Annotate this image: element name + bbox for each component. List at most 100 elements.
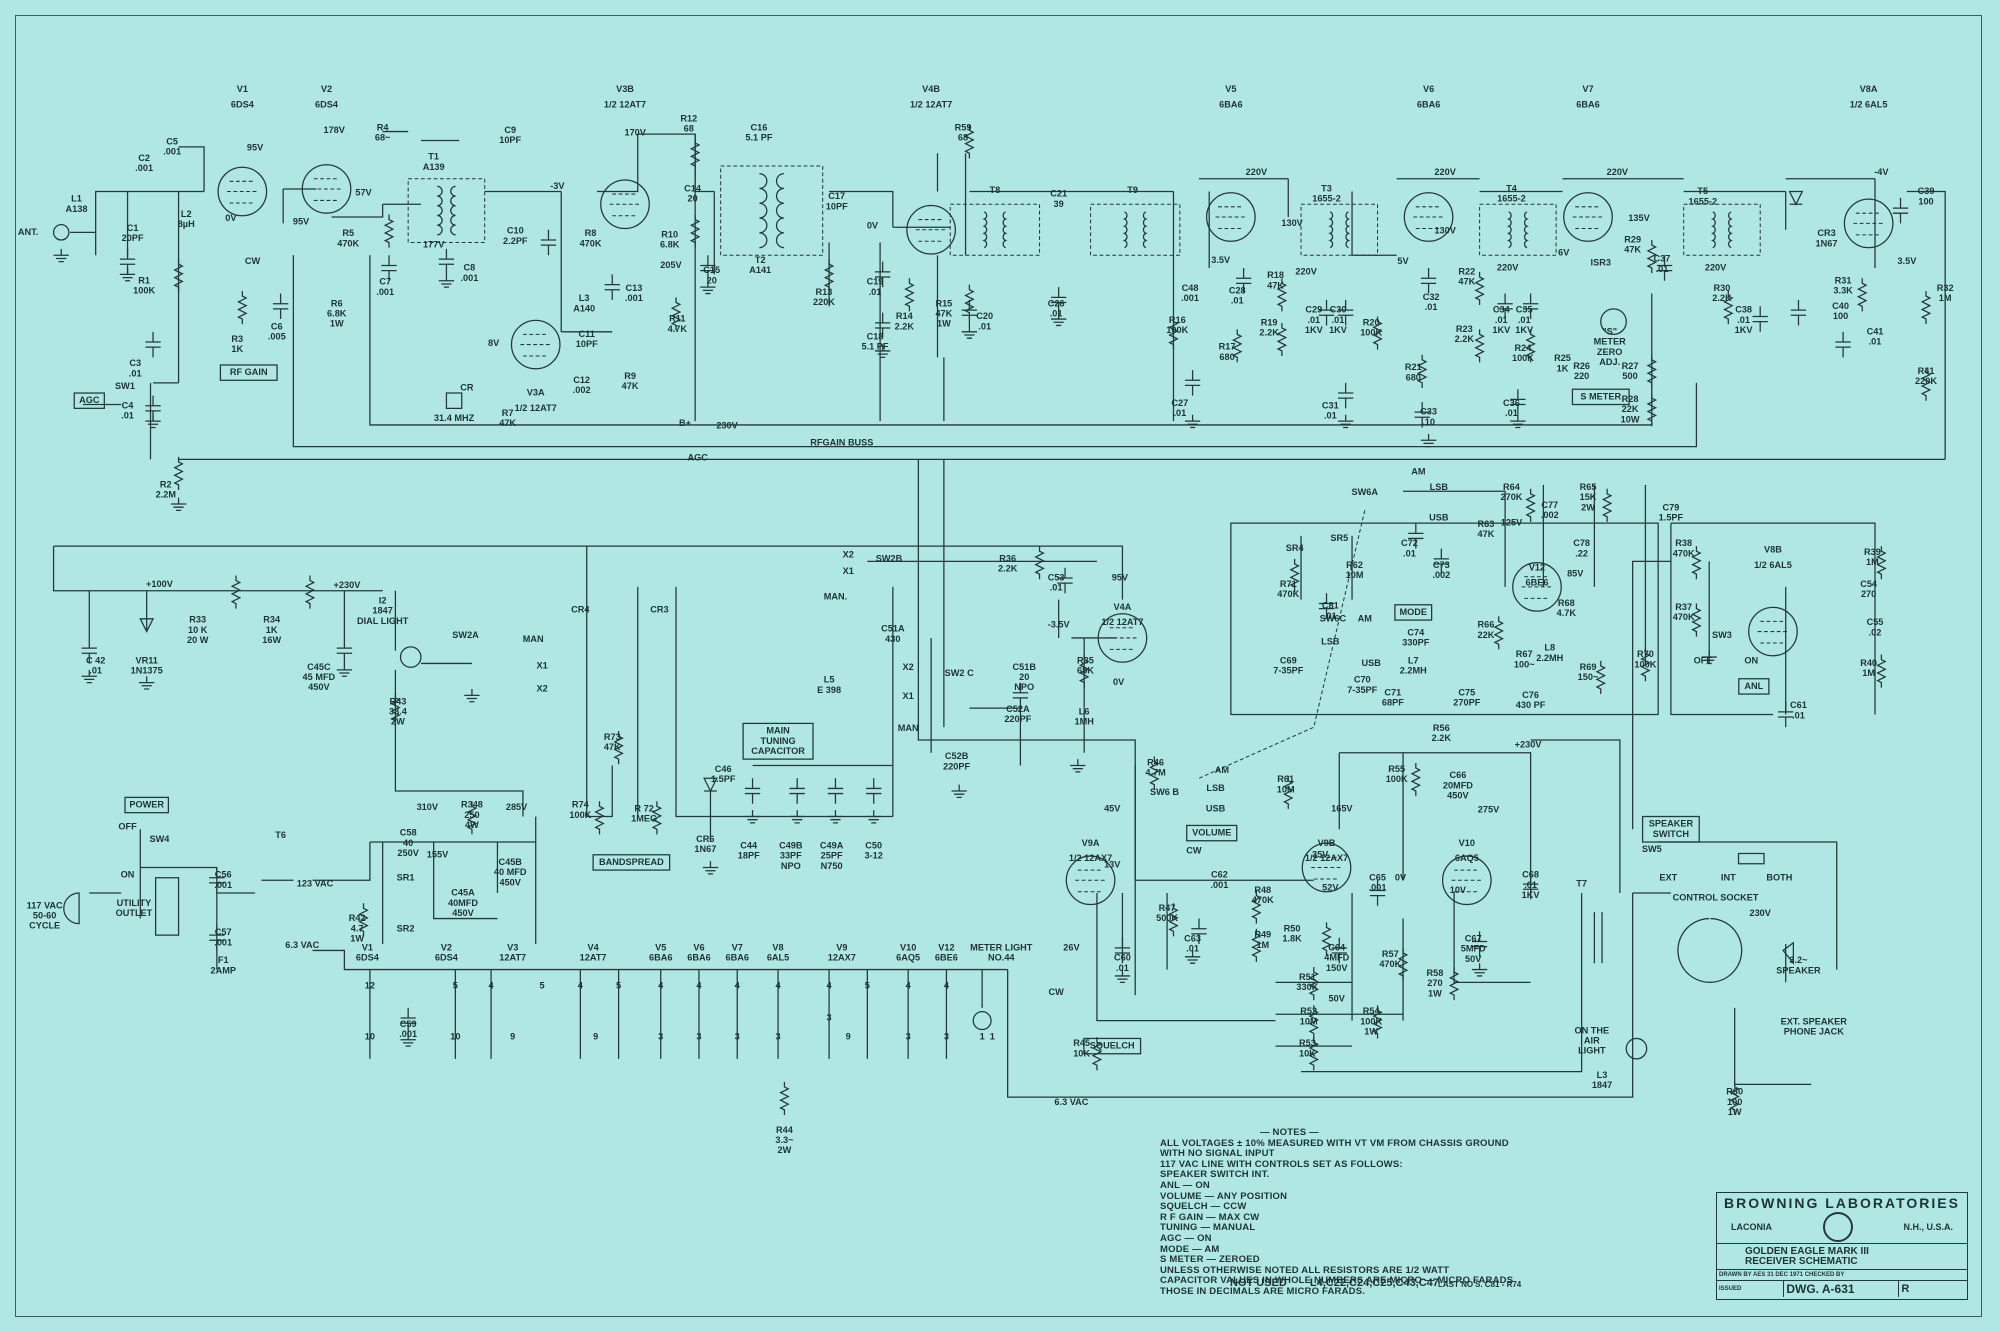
resistor-symbol (823, 259, 835, 293)
label-line: 500K (1156, 913, 1178, 923)
label-line: 85V (1567, 569, 1584, 579)
label-line: 5 (540, 981, 545, 991)
component-label: C33.10 (1420, 407, 1437, 427)
label-line: "S" (1602, 326, 1617, 336)
drawing-border (15, 15, 1982, 1317)
tube-envelope (1301, 842, 1352, 893)
speaker-icon (1782, 941, 1795, 966)
label-line: 6.3 VAC (1054, 1097, 1088, 1107)
label-line: 123 VAC (297, 879, 334, 889)
component-label: SW1 (115, 381, 135, 391)
label-line: .01 (89, 666, 102, 676)
label-line: R30 (1714, 283, 1731, 293)
label-line: 13V (1104, 860, 1121, 870)
label-line: C49A (820, 840, 844, 850)
label-line: .001 (376, 287, 394, 297)
label-line: 95V (293, 217, 310, 227)
label-line: 47K (1624, 245, 1641, 255)
box-label-text: SQUELCH (1090, 1041, 1135, 1051)
transformer-coil (1328, 211, 1351, 249)
component-label: C53.01 (1048, 573, 1065, 593)
label-line: 10PF (499, 135, 521, 145)
label-line: 6BA6 (649, 953, 672, 963)
ground-symbol (789, 810, 805, 824)
label-line: 0V (1395, 872, 1407, 882)
label-line: L3 (579, 293, 590, 303)
label-line: 9 (846, 1032, 851, 1042)
ground-symbol (1420, 433, 1437, 448)
label-line: 150V (1326, 963, 1348, 973)
label-line: T4 (1506, 184, 1518, 194)
label-line: C16 (751, 122, 768, 132)
label-line: 4 (944, 981, 950, 991)
label-line: 8V (488, 338, 500, 348)
capacitor-symbol (438, 248, 455, 275)
component-label: 3 (944, 1032, 949, 1042)
label-line: R36 (999, 553, 1016, 563)
label-line: R24 (1515, 343, 1533, 353)
component-label: C27.01 (1171, 398, 1188, 418)
label-line: MAN (523, 634, 544, 644)
ground-symbol (702, 861, 719, 875)
component-label: C36.01 (1503, 398, 1520, 418)
label-line: C49B (779, 840, 803, 850)
label-line: R10 (661, 229, 678, 239)
label-line: 26V (1063, 942, 1080, 952)
label-line: C9 (504, 125, 516, 135)
label-line: C32 (1423, 292, 1440, 302)
label-line: 1.5PF (1659, 513, 1684, 523)
component-label: 125V (1501, 518, 1523, 528)
label-line: R1 (138, 275, 150, 285)
tube-ref: V8A (1860, 84, 1878, 94)
resistor-symbol (1525, 488, 1536, 522)
label-line: .001 (1210, 880, 1228, 890)
label-line: ISR3 (1591, 257, 1611, 267)
tube-ref: V10 (1459, 838, 1475, 848)
label-line: 68 (958, 132, 968, 142)
component-label: X2 (536, 684, 547, 694)
label-line: 430 PF (1516, 700, 1546, 710)
label-line: 68 (684, 124, 694, 134)
label-line: LIGHT (1578, 1046, 1606, 1056)
label-line: .01 (1173, 408, 1186, 418)
tube-envelope (1065, 855, 1116, 906)
label-line: METER LIGHT (970, 942, 1033, 952)
label-line: R65 (1580, 482, 1597, 492)
label-line: 220K (813, 297, 835, 307)
label-frame (1394, 604, 1433, 621)
label-line: R57 (1382, 949, 1399, 959)
resistor-symbol (1321, 922, 1332, 956)
label-line: SW2A (452, 630, 479, 640)
resistor-symbol (1691, 546, 1702, 580)
label-line: 1M (1256, 940, 1269, 950)
tube-type: 1/2 12AT7 (1101, 617, 1143, 627)
label-line: 270K (1501, 492, 1523, 502)
component-label: 155V (427, 849, 449, 859)
label-line: 2.2K (998, 564, 1018, 574)
label-line: C12 (573, 375, 590, 385)
resistor-symbol (1525, 329, 1536, 363)
component-label: C13.001 (625, 283, 643, 303)
tube-type: 1/2 6AL5 (1850, 99, 1888, 109)
component-label: MAN (898, 723, 919, 733)
component-label: 275V (1478, 805, 1500, 815)
tube-v8a: V8A 1/2 6AL5 (1843, 84, 1894, 249)
component-label: SW5 (1642, 844, 1662, 854)
label-line: C50 (865, 840, 882, 850)
label-line: 220V (1434, 167, 1456, 177)
label-line: ANT. (18, 227, 38, 237)
label-line: C61 (1790, 700, 1807, 710)
label-line: AIR (1584, 1036, 1600, 1046)
label-line: EXT. SPEAKER (1781, 1016, 1848, 1026)
